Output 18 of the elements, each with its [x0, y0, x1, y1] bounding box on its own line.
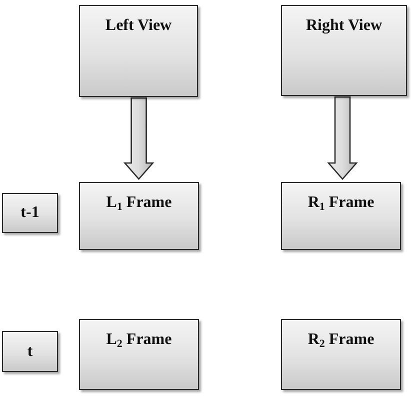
frame-box [79, 319, 199, 390]
box-label: t-1 [20, 203, 40, 223]
box-label: Left View [105, 16, 172, 36]
box-label: L$_{2}$ Frame [106, 330, 172, 350]
box-label: t [27, 342, 33, 362]
frame-box [281, 319, 401, 390]
block-arrow [327, 96, 358, 180]
time-box [2, 331, 58, 372]
box-label: L$_{1}$ Frame [106, 193, 172, 212]
box-label: R$_{2}$ Frame [308, 330, 374, 350]
box-label: R$_{1}$ Frame [308, 193, 374, 212]
frame-box [79, 182, 199, 250]
view-box [281, 5, 407, 96]
block-arrow [123, 97, 154, 180]
time-box [2, 193, 58, 233]
frame-box [281, 182, 401, 250]
view-box [79, 5, 198, 97]
box-label: Right View [306, 16, 382, 36]
